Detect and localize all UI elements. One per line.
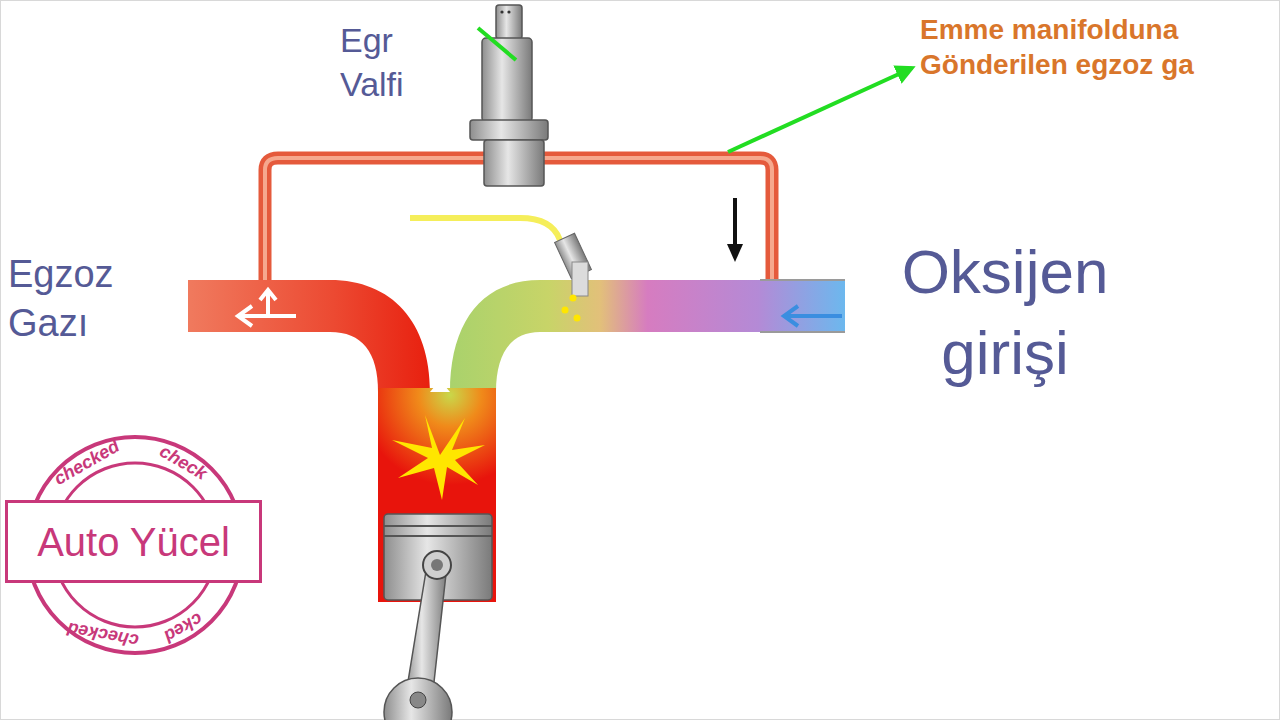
stamp-box: Auto Yücel (5, 500, 262, 583)
stamp-text: checked (50, 436, 123, 491)
callout-label: Emme manifolduna Gönderilen egzoz ga (920, 12, 1270, 82)
intake-label: Oksijen girişi (880, 232, 1130, 393)
exhaust-label: Egzoz Gazı (8, 250, 148, 349)
stamp-text: checked (66, 617, 141, 651)
stamp-text: Auto Yücel (37, 519, 230, 565)
valve-label: Egr Valfi (340, 18, 432, 106)
